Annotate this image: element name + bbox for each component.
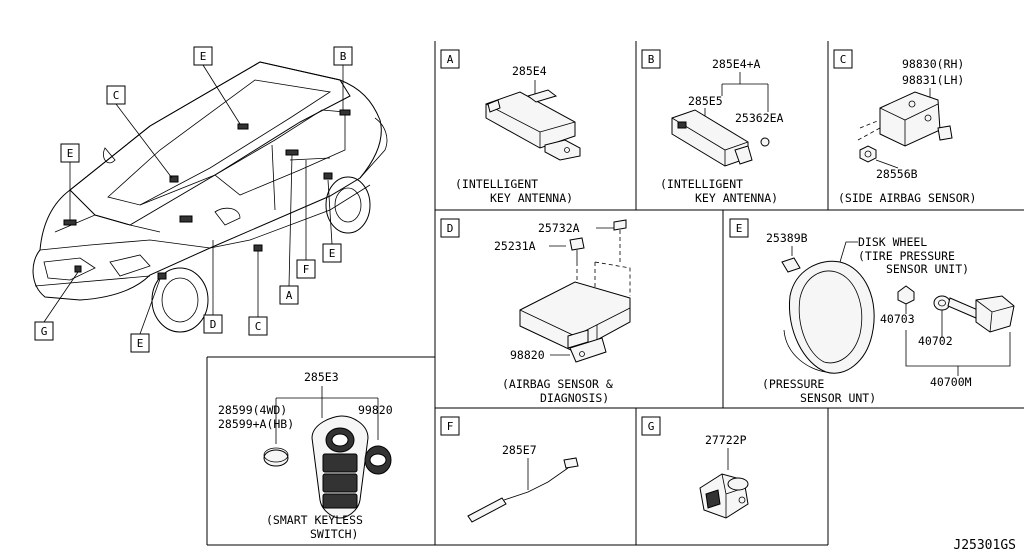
key-antenna-b-drawing [671, 109, 770, 167]
disk-wheel-drawing [781, 257, 875, 374]
panel-f-part-number: 285E7 [502, 443, 537, 457]
panel-a-caption-line1: (INTELLIGENT [455, 177, 538, 191]
airbag-sensor-unit-drawing [519, 219, 631, 363]
callout-e-rear-wheel-label: E [329, 247, 336, 260]
panel-c-part-bolt: 28556B [876, 167, 918, 181]
panel-a-part-number: 285E4 [512, 64, 547, 78]
panel-d-part-unit: 98820 [510, 348, 545, 362]
panel-b: B 285E4+A 285E5 25362EA (INTELLIGENT KEY… [641, 49, 784, 205]
panel-smart-keyless: 285E3 28599(4WD) 28599+A(HB) 99820 (SMAR… [218, 370, 393, 541]
panel-e-wheel-line3: SENSOR UNIT) [886, 262, 969, 276]
panel-d: D 25732A 25231A 98820 (AIRBAG SENSOR & D… [440, 218, 631, 405]
vehicle-callouts: E B C E G E D C A F [34, 46, 353, 353]
callout-b-label: B [340, 50, 347, 63]
callout-c-cabin-label: C [113, 89, 120, 102]
callout-d-label: D [210, 318, 217, 331]
vehicle-overview [32, 61, 388, 333]
panel-e-part-unit: 40700M [930, 375, 972, 389]
panel-e-wheel-line1: DISK WHEEL [858, 235, 927, 249]
side-airbag-sensor-drawing [857, 91, 953, 147]
key-cover-drawing [364, 445, 392, 475]
callout-g-label: G [41, 325, 48, 338]
panel-e-part-nut: 40703 [880, 312, 915, 326]
panel-d-letter: D [447, 222, 454, 235]
panel-e: E 25389B DISK WHEEL (TIRE PRESSURE SENSO… [729, 218, 1015, 405]
panel-e-part-grommet: 40702 [918, 334, 953, 348]
callout-e-front-wheel-label: E [137, 337, 144, 350]
keyless-part-4wd: 28599(4WD) [218, 403, 287, 417]
panel-e-caption-line1: (PRESSURE [762, 377, 824, 391]
panel-b-part-sub2: 25362EA [735, 111, 784, 125]
panel-b-caption-line2: KEY ANTENNA) [695, 191, 778, 205]
panel-a-caption-line2: KEY ANTENNA) [490, 191, 573, 205]
panel-f-letter: F [447, 420, 454, 433]
panel-g-letter: G [648, 420, 655, 433]
panel-d-caption-line1: (AIRBAG SENSOR & [502, 377, 613, 391]
panel-c-part-rh: 98830(RH) [902, 57, 964, 71]
panel-d-caption-line2: DIAGNOSIS) [540, 391, 609, 405]
diagram-code: J25301GS [953, 538, 1016, 553]
panel-c-letter: C [840, 53, 847, 66]
coin-battery-drawing [263, 447, 289, 467]
keyless-caption-line1: (SMART KEYLESS [266, 513, 363, 527]
panel-c: C 98830(RH) 98831(LH) 28556B (SIDE AIRBA… [833, 49, 976, 205]
panel-e-wheel-line2: (TIRE PRESSURE [858, 249, 955, 263]
callout-c-door-label: C [255, 320, 262, 333]
smart-key-fob-drawing [311, 415, 369, 519]
key-antenna-a-drawing [485, 89, 581, 161]
panel-b-letter: B [648, 53, 655, 66]
panel-c-caption: (SIDE AIRBAG SENSOR) [838, 191, 976, 205]
keyless-part-main: 285E3 [304, 370, 339, 384]
panel-a: A 285E4 (INTELLIGENT KEY ANTENNA) [440, 49, 581, 205]
keyless-caption-line2: SWITCH) [310, 527, 358, 541]
panel-a-letter: A [447, 53, 454, 66]
tire-pressure-sensor-drawing [897, 285, 1015, 333]
panel-e-caption-line2: SENSOR UNT) [800, 391, 876, 405]
panel-e-part-cap: 25389B [766, 231, 808, 245]
callout-a-label: A [286, 289, 293, 302]
bolt-28556b-drawing [859, 145, 877, 163]
panel-grid [206, 41, 1024, 546]
callout-e-hood-label: E [67, 147, 74, 160]
panel-f: F 285E7 [440, 416, 579, 523]
callout-e-roof-label: E [200, 50, 207, 63]
panel-g: G 27722P [641, 416, 749, 519]
keyless-part-cover: 99820 [358, 403, 393, 417]
connector-27722p-drawing [699, 473, 749, 519]
panel-b-caption-line1: (INTELLIGENT [660, 177, 743, 191]
panel-g-part-number: 27722P [705, 433, 747, 447]
panel-b-part-main: 285E4+A [712, 57, 761, 71]
panel-d-part-bolt: 25231A [494, 239, 536, 253]
callout-f-label: F [303, 263, 310, 276]
keyless-part-hb: 28599+A(HB) [218, 417, 294, 431]
panel-e-letter: E [736, 222, 743, 235]
panel-c-part-lh: 98831(LH) [902, 73, 964, 87]
panel-b-part-sub1: 285E5 [688, 94, 723, 108]
panel-d-part-screw: 25732A [538, 221, 580, 235]
antenna-wire-drawing [467, 457, 579, 523]
